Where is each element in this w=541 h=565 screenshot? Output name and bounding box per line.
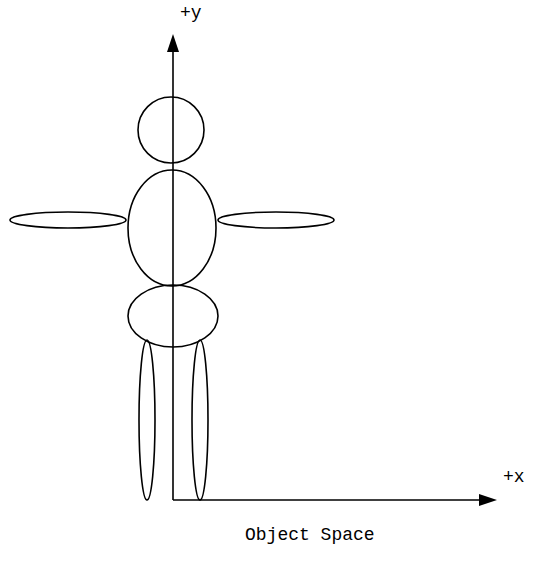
x-axis	[173, 499, 482, 501]
axis-label: +y	[180, 4, 202, 22]
x-arrowhead	[479, 494, 497, 506]
right-arm	[218, 212, 334, 228]
left-arm	[10, 212, 126, 228]
head	[138, 97, 204, 163]
y-arrowhead	[167, 34, 179, 52]
left-leg	[139, 340, 155, 500]
right-leg	[192, 340, 208, 500]
caption: Object Space	[245, 526, 375, 544]
axis-label: +x	[503, 468, 525, 486]
torso	[128, 170, 216, 286]
y-axis	[172, 50, 174, 500]
